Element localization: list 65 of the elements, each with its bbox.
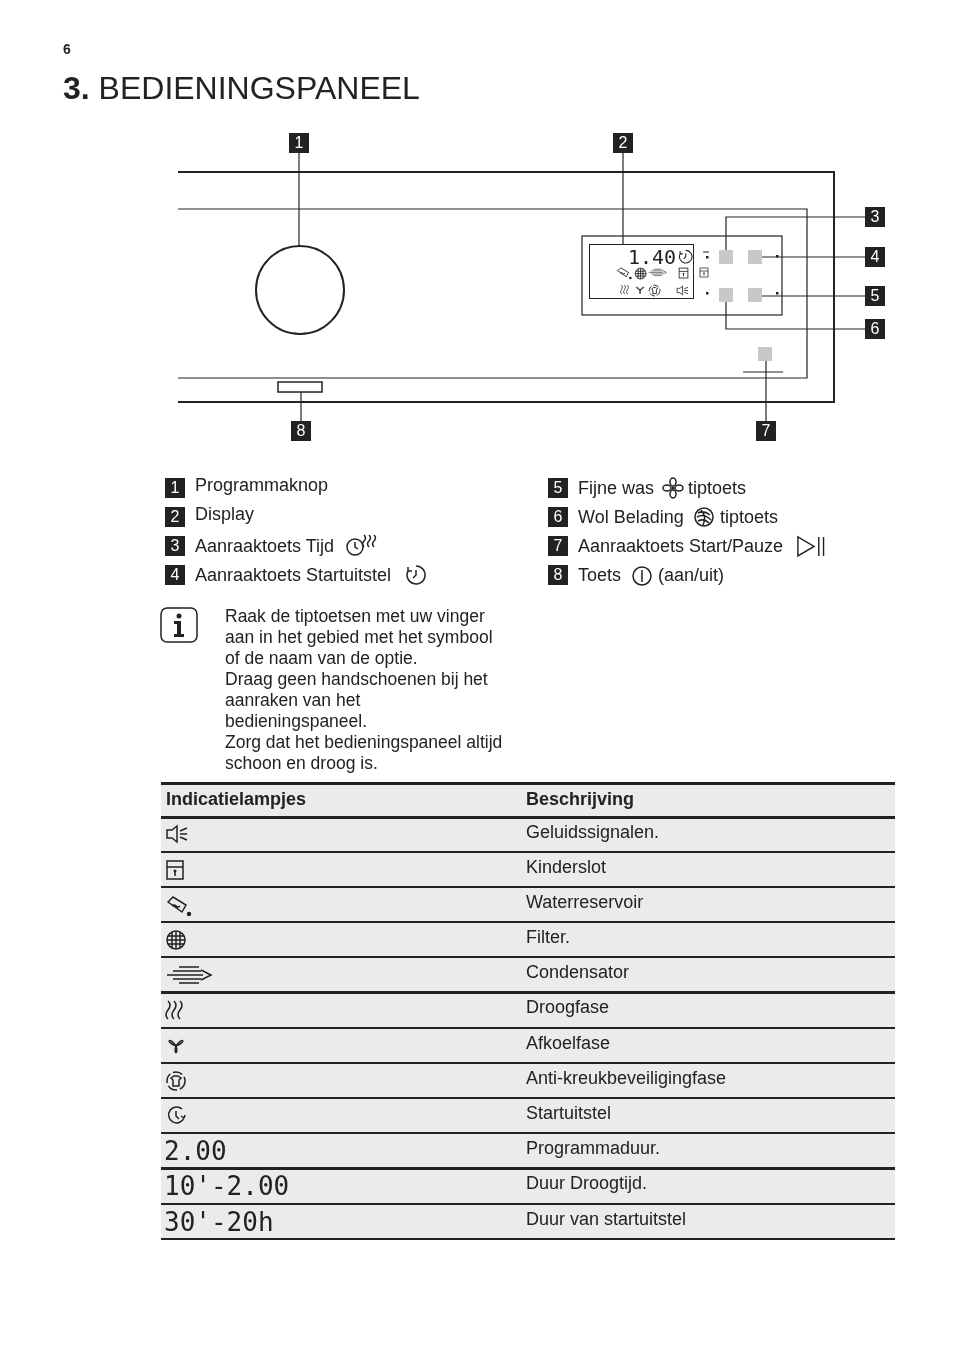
table-cell: Duur van startuitstel — [526, 1208, 687, 1230]
page-number: 6 — [63, 40, 71, 59]
callout-number: 3 — [165, 536, 185, 556]
table-cell: Droogfase — [526, 996, 610, 1018]
leader-line — [765, 360, 767, 422]
touch-button — [748, 288, 762, 302]
lcd-display — [589, 244, 694, 299]
table-header: Beschrijving — [526, 788, 635, 810]
table-cell: Duur Droogtijd. — [526, 1172, 648, 1194]
table-cell: 10'-2.00 — [164, 1171, 290, 1201]
note-text: Zorg dat het bedieningspaneel altijd schoon en droog is. — [225, 732, 504, 774]
table-cell: 2.00 — [164, 1136, 227, 1166]
program-knob — [255, 245, 345, 335]
callout-number: 1 — [165, 478, 185, 498]
callout-number: 8 — [291, 421, 311, 441]
key-text: Fijne was — [578, 477, 655, 499]
table-cell: Startuitstel — [526, 1102, 612, 1124]
leader-line — [725, 216, 866, 251]
table-cell: Afkoelfase — [526, 1032, 611, 1054]
table-header: Indicatielampjes — [166, 788, 307, 810]
touch-button — [719, 288, 733, 302]
key-text: Aanraaktoets Start/Pauze — [578, 535, 784, 557]
callout-number: 2 — [613, 133, 633, 153]
callout-number: 6 — [548, 507, 568, 527]
table-cell: Anti-kreukbeveiligingfase — [526, 1067, 727, 1089]
key-text: Aanraaktoets Startuitstel — [195, 564, 392, 586]
table-cell: Geluidssignalen. — [526, 821, 660, 843]
callout-number: 5 — [865, 286, 885, 306]
touch-button — [758, 347, 772, 361]
key-text: Programmaknop — [195, 474, 329, 496]
callout-number: 4 — [165, 565, 185, 585]
callout-number: 2 — [165, 507, 185, 527]
key-text: Wol Belading — [578, 506, 684, 528]
page-title: 3. BEDIENINGSPANEEL — [63, 69, 420, 108]
key-text: Toets — [578, 564, 622, 586]
callout-number: 1 — [289, 133, 309, 153]
leader-line — [298, 152, 300, 247]
callout-number: 7 — [548, 536, 568, 556]
leader-line — [761, 256, 866, 258]
table-cell: Condensator — [526, 961, 630, 983]
leader-line — [725, 301, 866, 330]
on-off-button — [277, 381, 323, 393]
table-cell: Waterreservoir — [526, 891, 644, 913]
touch-button — [719, 250, 733, 264]
key-text: Aanraaktoets Tijd — [195, 535, 335, 557]
leader-line — [300, 391, 302, 422]
callout-number: 4 — [865, 247, 885, 267]
callout-number: 3 — [865, 207, 885, 227]
callout-number: 6 — [865, 319, 885, 339]
callout-number: 7 — [756, 421, 776, 441]
table-cell: Filter. — [526, 926, 570, 948]
callout-number: 5 — [548, 478, 568, 498]
table-cell: Programmaduur. — [526, 1137, 661, 1159]
note-text: Raak de tiptoetsen met uw vinger aan in het gebied met het symbool of de naam van de optie. — [225, 606, 494, 669]
key-text: tiptoets — [688, 477, 747, 499]
table-cell: 30'-20h — [164, 1207, 274, 1237]
leader-line — [622, 152, 624, 245]
callout-number: 8 — [548, 565, 568, 585]
key-text: tiptoets — [720, 506, 779, 528]
note-text: Draag geen handschoenen bij het aanraken van het bedieningspaneel. — [225, 669, 489, 732]
touch-button — [748, 250, 762, 264]
key-text: (aan/uit) — [658, 564, 725, 586]
key-text: Display — [195, 503, 255, 525]
table-cell: Kinderslot — [526, 856, 607, 878]
leader-line — [761, 295, 866, 297]
